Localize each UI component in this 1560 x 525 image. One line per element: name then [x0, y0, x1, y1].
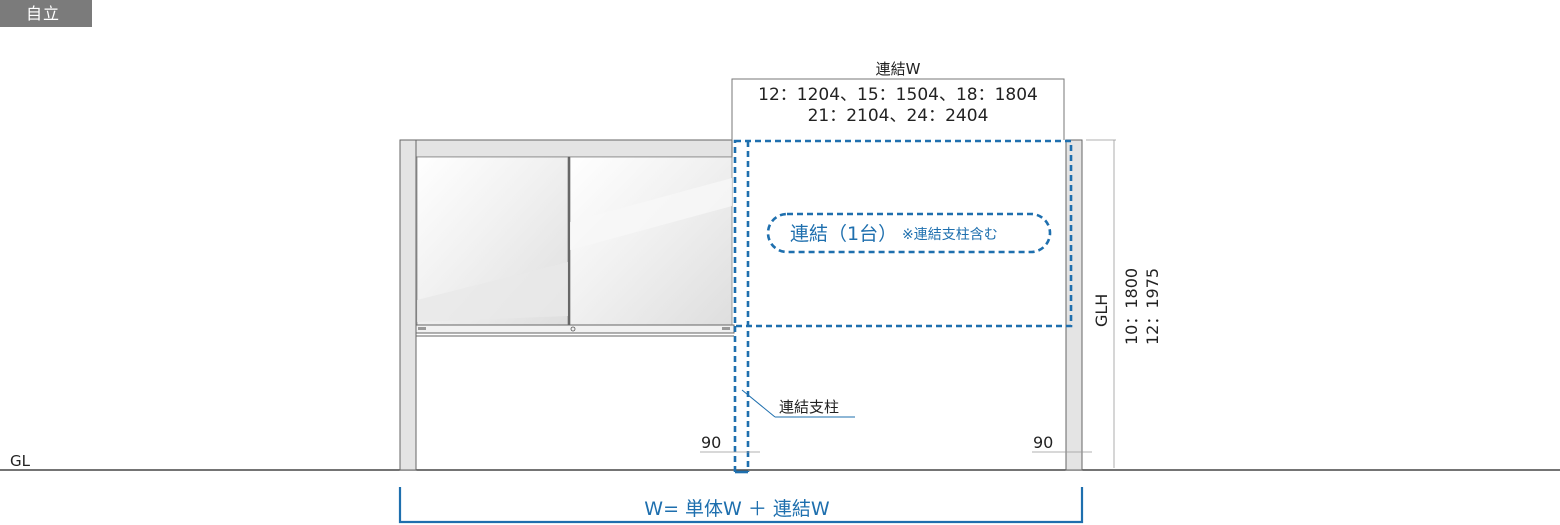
rail-clip-left [418, 327, 426, 330]
single-unit-frame [399, 139, 1083, 471]
total-width-dimension: W= 単体W ＋ 連結W [398, 487, 1084, 524]
connection-w-bracket [731, 78, 1065, 140]
connection-post-label: 連結支柱 [779, 398, 839, 416]
post-width-left: 90 [701, 433, 721, 452]
glass-reflection-2 [570, 178, 732, 250]
height-line1: 10：1800 [1122, 268, 1141, 345]
height-line2: 12：1975 [1143, 268, 1162, 345]
connection-unit-label: 連結（1台） [790, 223, 897, 245]
connection-w-title: 連結W [876, 60, 921, 78]
glass-panel-right [569, 156, 733, 326]
glh-label: GLH [1092, 294, 1111, 327]
connection-label-pill [766, 212, 1052, 254]
glass-reflection [417, 262, 568, 322]
post-width-right: 90 [1033, 433, 1053, 452]
height-dimension: GLH 10：1800 12：1975 [1086, 139, 1162, 468]
connection-w-line1: 12：1204、15：1504、18：1804 [758, 85, 1038, 105]
gl-label: GL [10, 452, 31, 470]
connection-w-dimension: 連結W 12：1204、15：1504、18：1804 21：2104、24：2… [731, 60, 1065, 140]
connection-w-line2: 21：2104、24：2404 [808, 106, 989, 126]
total-width-bracket [398, 487, 1084, 524]
left-post [399, 139, 417, 471]
right-post [1065, 139, 1083, 471]
connection-post-leader [741, 389, 776, 418]
rail-clip-right [722, 327, 730, 330]
connection-unit-outline: 連結（1台） ※連結支柱含む [733, 139, 1073, 474]
total-width-label: W= 単体W ＋ 連結W [644, 498, 830, 520]
rail-fastener [570, 326, 576, 332]
type-tag: 自立 [0, 0, 92, 27]
connection-note: ※連結支柱含む [902, 227, 998, 243]
top-beam [415, 139, 733, 158]
